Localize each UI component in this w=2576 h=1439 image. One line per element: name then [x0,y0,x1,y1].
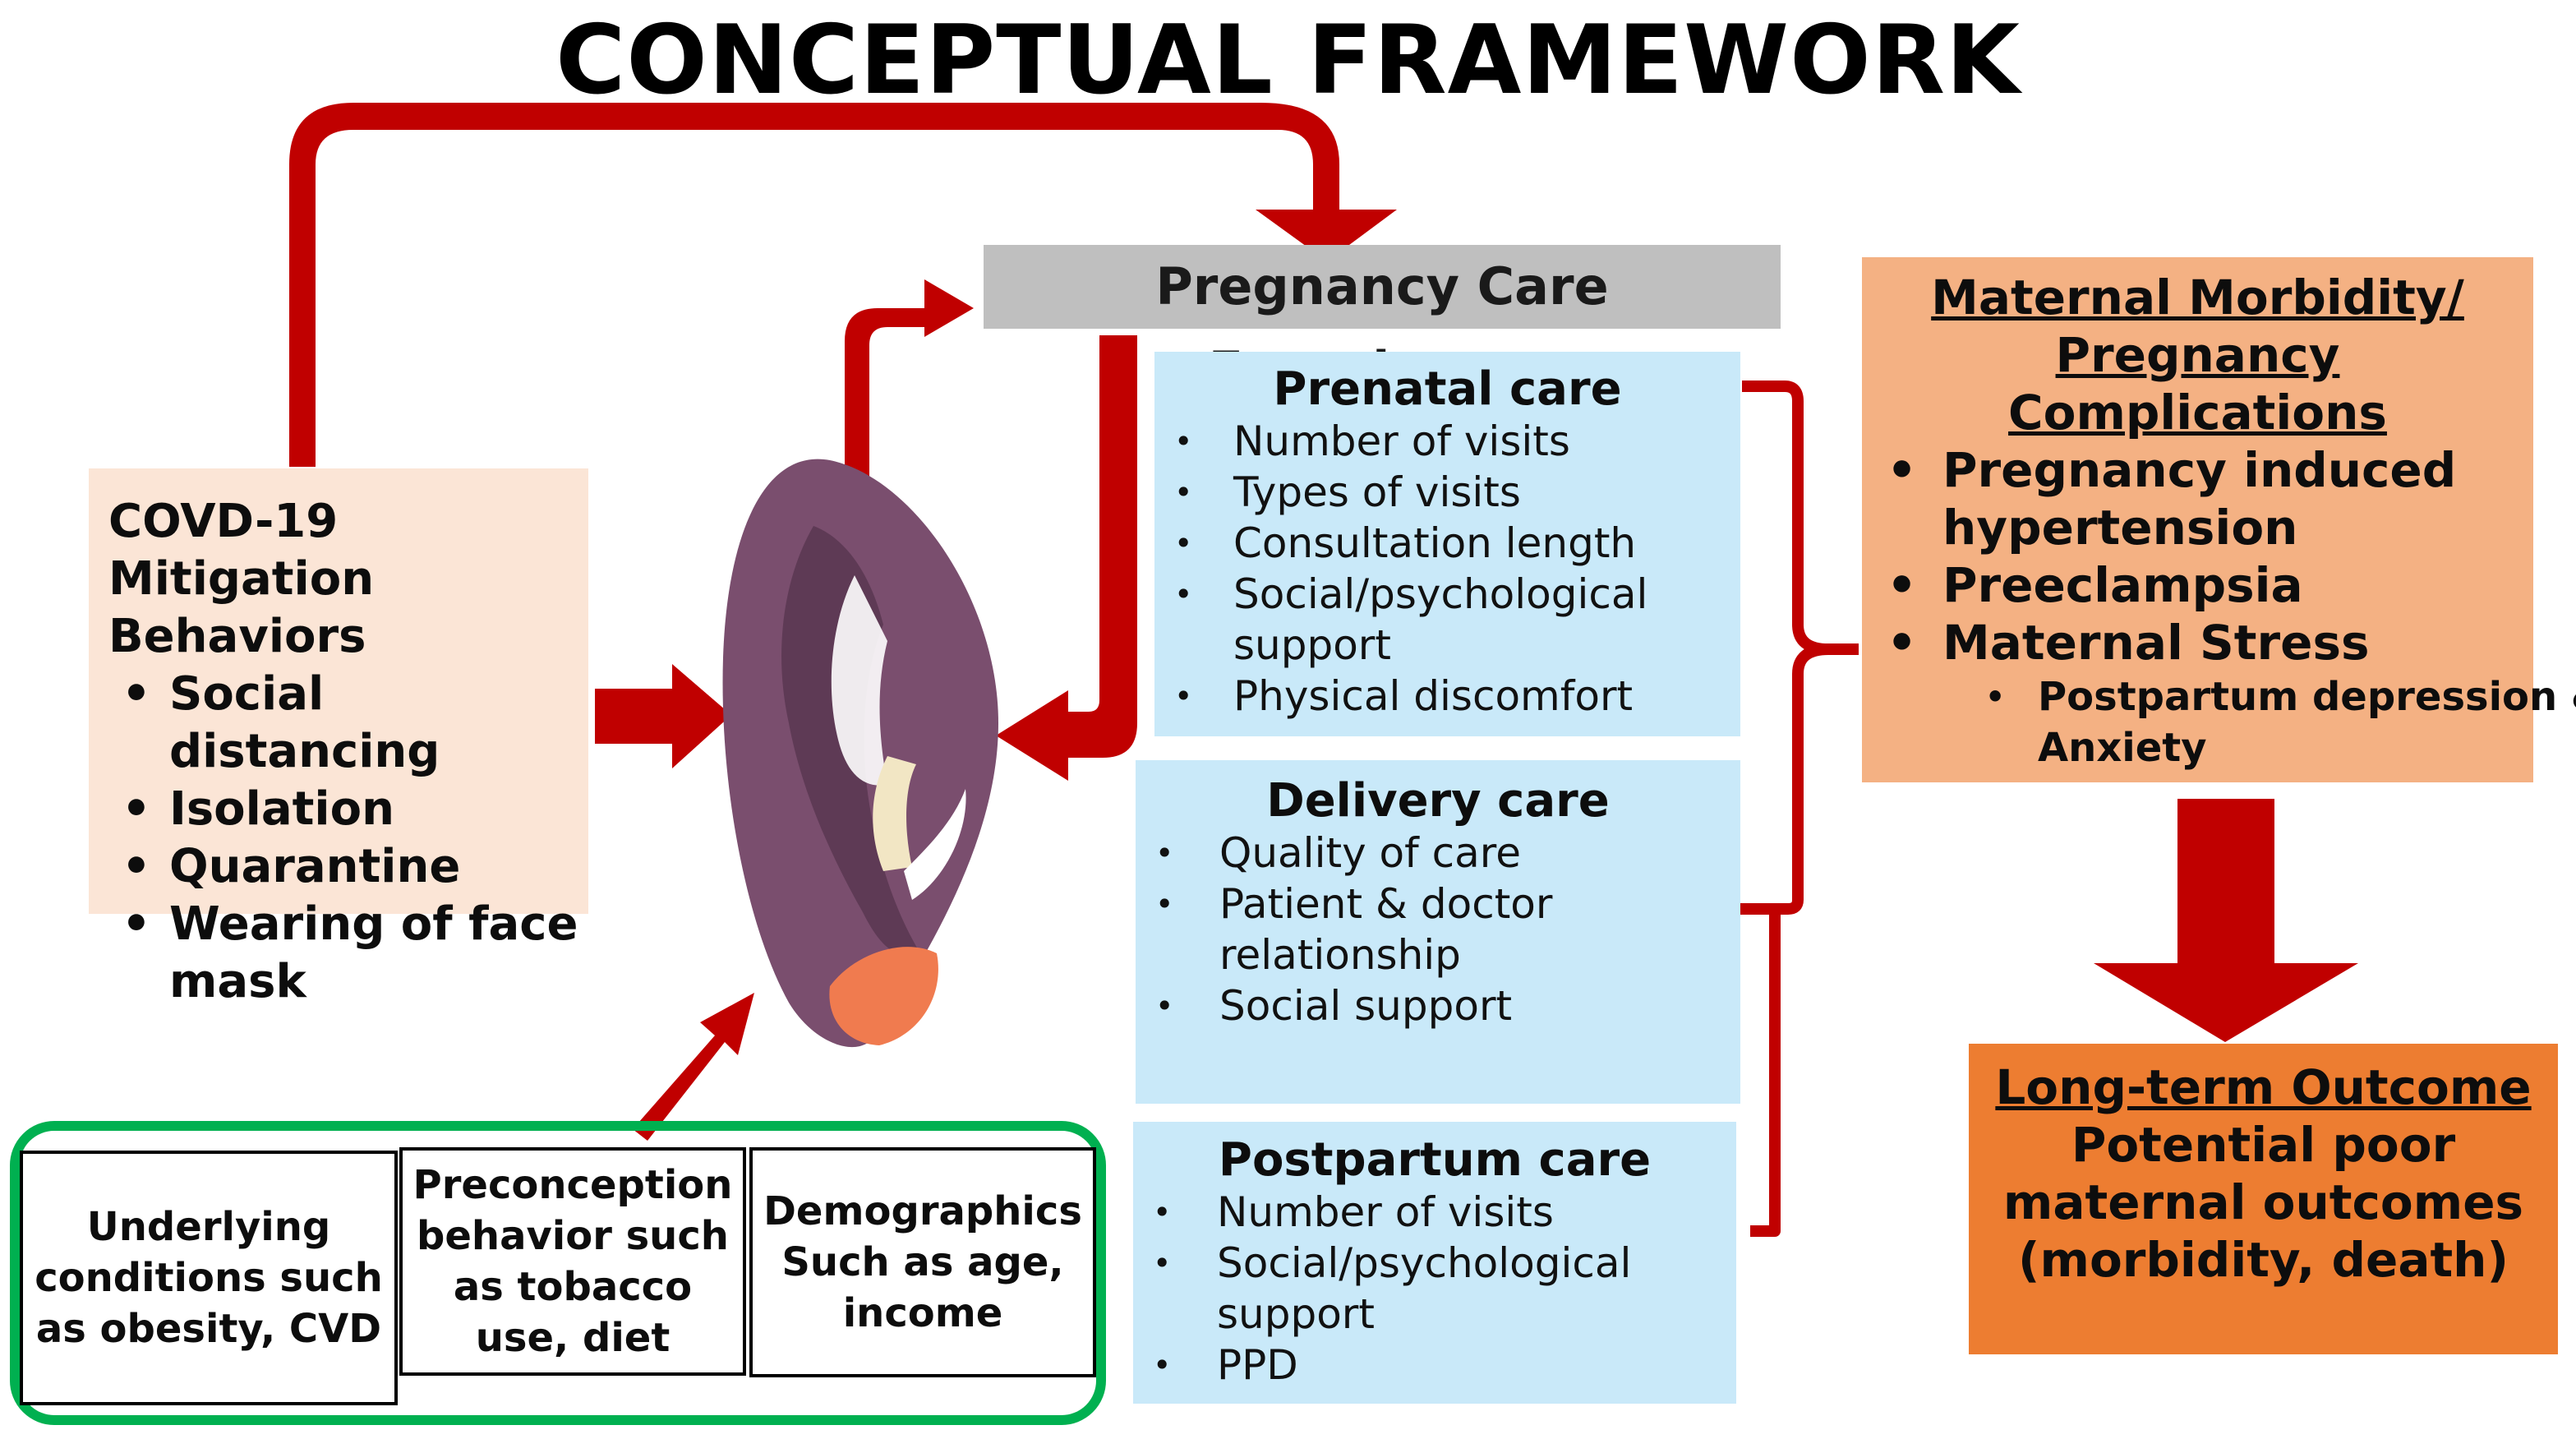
pregnant-woman-silhouette-icon [722,459,998,1048]
morbidity-heading-2: Pregnancy Complications [2008,327,2387,440]
covid-list: Social distancing Isolation Quarantine W… [108,666,588,1011]
delivery-item: Social support [1136,980,1740,1031]
arrow-care-to-silhouette [996,335,1137,781]
covid-item: Quarantine [108,838,588,896]
arrow-covid-to-silhouette [595,664,731,768]
covid-heading: COVD-19 Mitigation Behaviors [108,495,375,663]
prenatal-care-box: Prenatal care Number of visits Types of … [1154,352,1740,736]
factors-frame [10,1121,1106,1425]
postpartum-heading: Postpartum care [1218,1133,1652,1187]
morbidity-heading-1: Maternal Morbidity/ [1931,270,2464,325]
prenatal-item: Number of visits [1154,416,1740,467]
morbidity-subitem: Postpartum depression & Anxiety [1862,671,2576,773]
postpartum-care-box: Postpartum care Number of visits Social/… [1133,1122,1736,1404]
prenatal-item: Social/psychological support [1154,569,1694,671]
prenatal-list: Number of visits Types of visits Consult… [1154,416,1740,722]
arrow-morbidity-to-outcome [2094,799,2358,1042]
postpartum-item: Number of visits [1133,1187,1736,1238]
delivery-list: Quality of care Patient & doctor relatio… [1136,828,1740,1031]
maternal-morbidity-box: Maternal Morbidity/ Pregnancy Complicati… [1862,257,2576,782]
morbidity-item: Maternal Stress [1862,614,2533,671]
postpartum-list: Number of visits Social/psychological su… [1133,1187,1736,1391]
covid-item: Social distancing [108,666,588,781]
covid-mitigation-box: COVD-19 Mitigation Behaviors Social dist… [89,468,588,1008]
morbidity-item: Preeclampsia [1862,556,2533,614]
pregnancy-care-heading: Pregnancy Care Experiences [984,245,1781,400]
arrow-factors-to-silhouette [633,993,754,1141]
delivery-heading: Delivery care [1266,774,1610,828]
delivery-item: Quality of care [1136,828,1740,879]
page-title: CONCEPTUAL FRAMEWORK [555,5,2021,116]
morbidity-list: Pregnancy induced hypertension Preeclamp… [1862,441,2576,773]
outcome-heading: Long-term Outcome [1995,1059,2532,1115]
factor-preconception-behavior: Preconception behavior such as tobacco u… [399,1147,746,1376]
morbidity-item: Pregnancy induced hypertension [1862,441,2468,556]
covid-item: Wearing of face mask [108,896,588,1011]
prenatal-item: Consultation length [1154,518,1740,569]
prenatal-item: Physical discomfort [1154,671,1740,722]
postpartum-item: Social/psychological support [1133,1238,1677,1340]
long-term-outcome-box: Long-term Outcome Potential poor materna… [1969,1044,2558,1354]
postpartum-item: PPD [1133,1340,1736,1391]
covid-item: Isolation [108,781,588,838]
arrow-silhouette-to-care [845,279,974,477]
prenatal-item: Types of visits [1154,467,1740,518]
prenatal-heading: Prenatal care [1273,362,1622,416]
outcome-body: Potential poor maternal outcomes (morbid… [2002,1117,2524,1288]
delivery-care-box: Delivery care Quality of care Patient & … [1136,760,1740,1104]
factor-underlying-conditions: Underlying conditions such as obesity, C… [20,1151,398,1405]
care-bracket [1730,381,1859,1237]
delivery-item: Patient & doctor relationship [1136,879,1630,980]
factor-demographics: Demographics Such as age, income [749,1147,1096,1377]
